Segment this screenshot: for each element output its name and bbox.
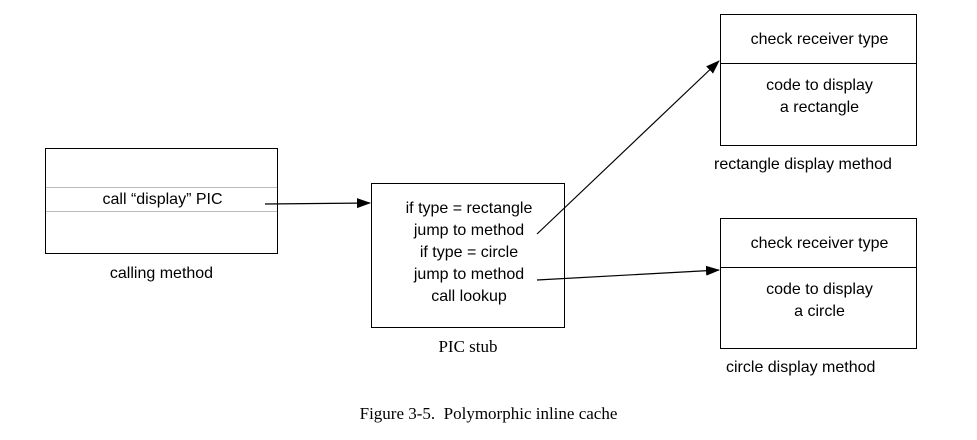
pic-stub-caption: PIC stub bbox=[438, 337, 498, 356]
rectangle-method-body-line-1: code to display bbox=[766, 77, 873, 94]
arrow-call-to-pic-stub bbox=[264, 198, 371, 209]
rectangle-method-caption: rectangle display method bbox=[714, 156, 892, 173]
circle-method-body-line-2: a circle bbox=[794, 303, 845, 320]
rectangle-method-header: check receiver type bbox=[750, 31, 889, 48]
circle-method-caption: circle display method bbox=[726, 359, 876, 376]
calling-method-caption: calling method bbox=[109, 265, 214, 282]
rectangle-method-divider bbox=[721, 63, 916, 64]
rectangle-method-body-line-2: a rectangle bbox=[779, 99, 860, 116]
circle-method-box: check receiver type code to display a ci… bbox=[720, 218, 917, 349]
figure-caption: Figure 3-5. Polymorphic inline cache bbox=[359, 404, 618, 423]
calling-method-box: call “display” PIC bbox=[45, 148, 278, 254]
rectangle-method-box: check receiver type code to display a re… bbox=[720, 14, 917, 146]
pic-stub-line-5: call lookup bbox=[431, 288, 507, 305]
circle-method-divider bbox=[721, 267, 916, 268]
pic-stub-box: if type = rectangle jump to method if ty… bbox=[371, 183, 565, 328]
pic-stub-line-1: if type = rectangle bbox=[405, 200, 533, 217]
circle-method-header: check receiver type bbox=[750, 235, 889, 252]
calling-method-divider-top bbox=[46, 187, 277, 188]
circle-method-body-line-1: code to display bbox=[766, 281, 873, 298]
arrow-stub-to-circle-method bbox=[536, 265, 720, 281]
calling-method-divider-bottom bbox=[46, 211, 277, 212]
pic-stub-line-4: jump to method bbox=[413, 266, 525, 283]
pic-stub-line-3: if type = circle bbox=[419, 244, 519, 261]
pic-stub-line-2: jump to method bbox=[413, 222, 525, 239]
arrow-stub-to-rectangle-method bbox=[536, 60, 720, 235]
call-display-pic-text: call “display” PIC bbox=[102, 191, 223, 208]
